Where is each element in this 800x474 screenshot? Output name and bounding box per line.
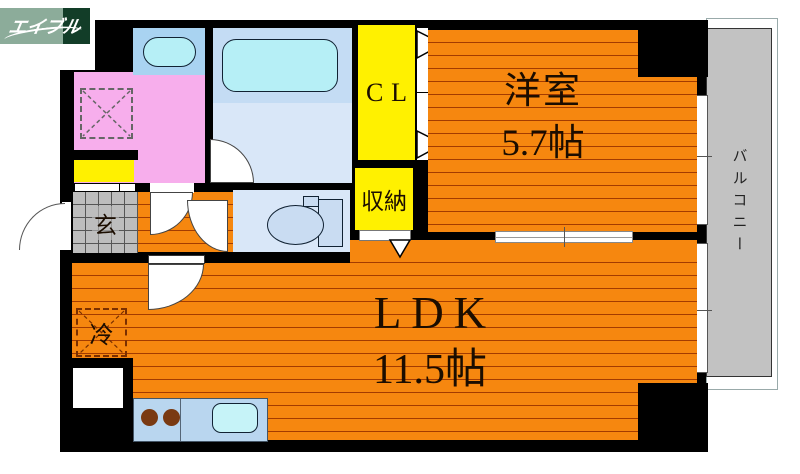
storage-door-arrow [388,239,412,259]
shoe-counter [74,183,136,192]
balcony: バルコニー [706,28,772,377]
ldk-label-block: LDK 11.5帖 [275,284,585,397]
western-room-size: 5.7帖 [501,122,585,164]
western-room-label: 洋室 [504,71,582,112]
bathtub-icon [222,39,338,92]
storage-door [359,230,411,241]
ldk-upper-strip [350,240,697,263]
pipe-space [73,368,123,408]
western-room-window [696,95,708,225]
wall-notch-top [638,20,708,77]
kitchen-sink-icon [212,403,258,433]
washbasin-sink-icon [143,37,196,67]
storage-label: 収納 [361,189,407,214]
logo-text-wrap: エイブル [0,8,90,44]
window-tick [692,156,712,157]
counter-tick [119,184,120,191]
entrance: 玄 [73,192,138,253]
ldk-door-leaf [148,255,205,264]
sliding-door-tick [564,227,565,247]
agency-logo: エイブル [0,8,90,47]
logo-brand-text: エイブル [7,17,83,37]
logo-bg-dark [63,8,90,44]
refrigerator-space-icon: 冷 [76,308,127,357]
wall-segment [74,150,138,160]
closet: CL [358,25,415,160]
window-tick [692,310,712,311]
counter-divider [180,399,181,441]
ldk-window [696,243,708,373]
washing-machine-icon [80,88,133,139]
stove-burner-icon [141,409,158,426]
closet-door-tick [415,92,430,93]
washroom-door-opening [150,183,194,193]
closet-door-strip [417,28,428,160]
entrance-door-swing [19,203,65,250]
ldk-label: LDK [373,288,497,338]
toilet-button-icon [303,196,319,207]
storage: 収納 [355,168,413,230]
closet-label: CL [365,77,415,107]
partition-sliding-door [495,227,633,247]
western-room-label-block: 洋室 5.7帖 [428,66,658,170]
entrance-label: 玄 [92,205,119,240]
wall-notch-bottom [638,383,708,452]
logo-bg-light [0,8,63,44]
balcony-label: バルコニー [730,147,747,258]
refrigerator-label: 冷 [89,323,114,349]
stove-burner-icon [163,409,180,426]
ldk-size: 11.5帖 [373,346,487,393]
shoe-cabinet [74,160,134,182]
toilet-bowl-icon [267,205,324,245]
